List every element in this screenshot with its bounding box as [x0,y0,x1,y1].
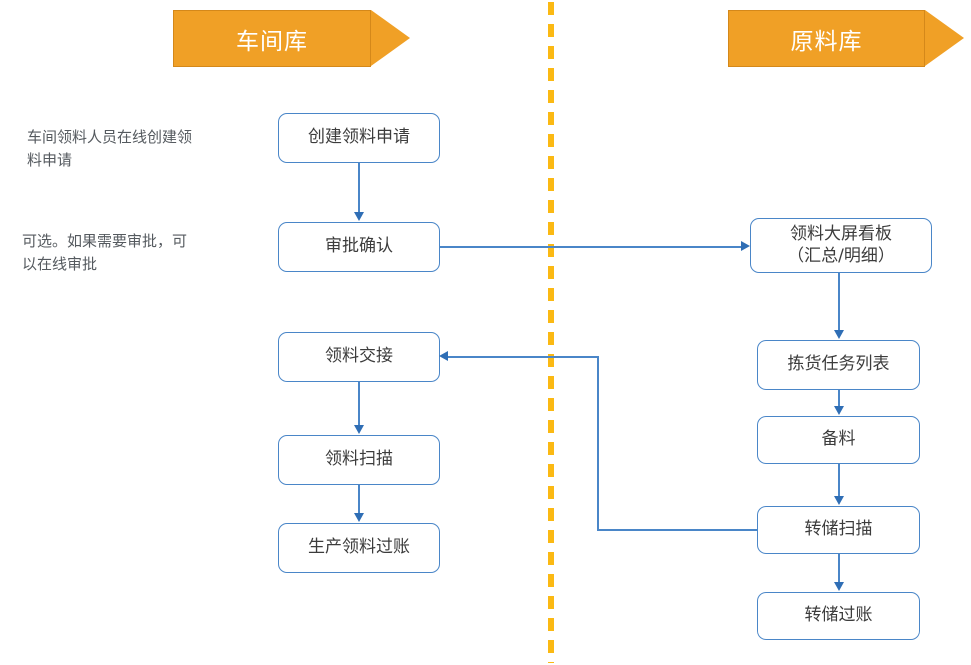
node-prepare-material[interactable]: 备料 [757,416,920,464]
node-picking-task-list[interactable]: 拣货任务列表 [757,340,920,390]
connector-handover-to-scan [358,382,360,426]
connector-return-bottom-segment [597,529,758,531]
arrowhead-return-to-handover [439,351,448,362]
lane-banner-workshop: 车间库 [173,10,410,67]
node-transfer-scan[interactable]: 转储扫描 [757,506,920,554]
annotation-create-request: 车间领料人员在线创建领 料申请 [27,128,193,169]
annotation-approval: 可选。如果需要审批，可 以在线审批 [22,232,188,273]
arrowhead-prepare-to-transfer-scan [833,496,844,505]
banner-arrow-tip-icon [371,10,410,66]
connector-prepare-to-transfer-scan [838,464,840,497]
lane-divider [548,2,554,663]
arrowhead-picking-to-prepare [833,406,844,415]
connector-return-top-segment [447,356,598,358]
banner-arrow-tip-icon [925,10,964,66]
node-material-scan[interactable]: 领料扫描 [278,435,440,485]
arrowhead-create-to-approval [353,212,364,221]
arrowhead-transfer-scan-to-posting [833,582,844,591]
connector-picking-to-prepare [838,390,840,407]
banner-body [728,10,925,67]
node-transfer-posting[interactable]: 转储过账 [757,592,920,640]
connector-return-vertical-segment [597,356,599,530]
lane-title-workshop: 车间库 [236,28,308,55]
arrowhead-dashboard-to-picking [833,330,844,339]
connector-scan-to-posting [358,485,360,514]
connector-dashboard-to-picking [838,273,840,331]
arrowhead-handover-to-scan [353,425,364,434]
node-material-handover[interactable]: 领料交接 [278,332,440,382]
node-dashboard[interactable]: 领料大屏看板 （汇总/明细） [750,218,932,273]
node-approval-confirm[interactable]: 审批确认 [278,222,440,272]
connector-create-to-approval [358,163,360,213]
node-create-request[interactable]: 创建领料申请 [278,113,440,163]
banner-body [173,10,371,67]
lane-title-raw-material: 原料库 [790,28,863,55]
lane-banner-raw-material: 原料库 [728,10,964,67]
arrowhead-approval-to-dashboard [741,241,750,252]
arrowhead-scan-to-posting [353,513,364,522]
connector-approval-to-dashboard [440,246,741,248]
connector-transfer-scan-to-posting [838,554,840,583]
node-production-posting[interactable]: 生产领料过账 [278,523,440,573]
